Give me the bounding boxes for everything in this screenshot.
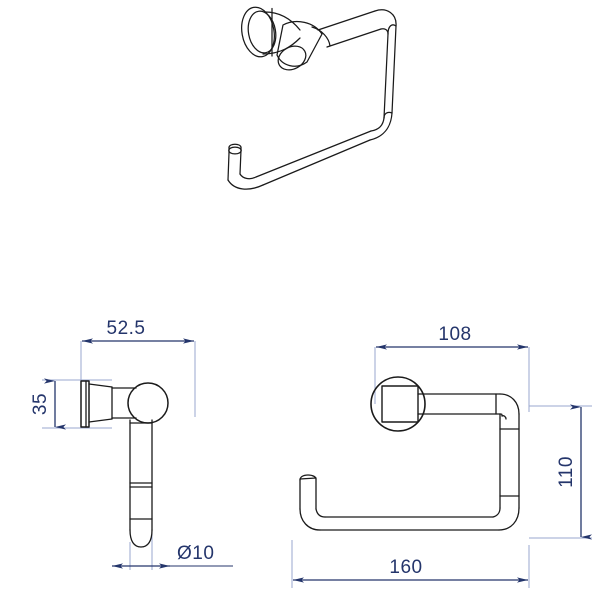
iso-mount-boss [276,20,331,71]
iso-wall-rosette [241,6,277,58]
front-wall-rosette [370,376,426,432]
side-bar-rounded-end [129,529,153,548]
dimension-diameter-10-label: Ø10 [177,543,214,564]
dimension-diameter-10: Ø10 [112,543,233,569]
front-bottom-right-corner [492,507,520,531]
dimension-110: 110 [556,404,592,540]
iso-bottom-arm [255,130,372,186]
front-mount-boss [381,385,419,423]
dimension-110-label: 110 [556,456,577,488]
iso-free-end-stub [227,143,242,181]
side-view-extension-lines [42,341,196,570]
iso-top-arm [317,10,382,48]
side-mount-neck [88,383,113,423]
dimension-35-label: 35 [30,393,51,415]
side-view-geometry [80,380,169,548]
side-mount-boss [111,387,137,419]
dimension-52-5: 52.5 [82,318,194,344]
iso-bottom-right-corner [369,111,393,141]
dimension-160: 160 [293,557,528,583]
dimension-108: 108 [376,324,528,350]
iso-bottom-left-elbow [227,173,264,190]
front-left-stub [299,474,317,510]
iso-right-tube [383,24,397,119]
front-right-tube [499,413,520,509]
dimension-108-label: 108 [438,324,471,345]
dimension-35: 35 [30,378,66,430]
front-view-extension-lines [291,347,592,588]
dimension-160-label: 160 [389,557,422,578]
front-top-arm [417,393,501,415]
side-vertical-bar [129,419,153,531]
front-bottom-left-corner [299,508,326,531]
isometric-view [227,6,397,190]
front-view-geometry [299,376,520,531]
front-top-right-corner [499,393,520,420]
front-bottom-bar [319,516,500,531]
side-wall-plate [80,380,90,428]
dimension-52-5-label: 52.5 [107,318,146,339]
side-knuckle-circle [127,382,169,424]
